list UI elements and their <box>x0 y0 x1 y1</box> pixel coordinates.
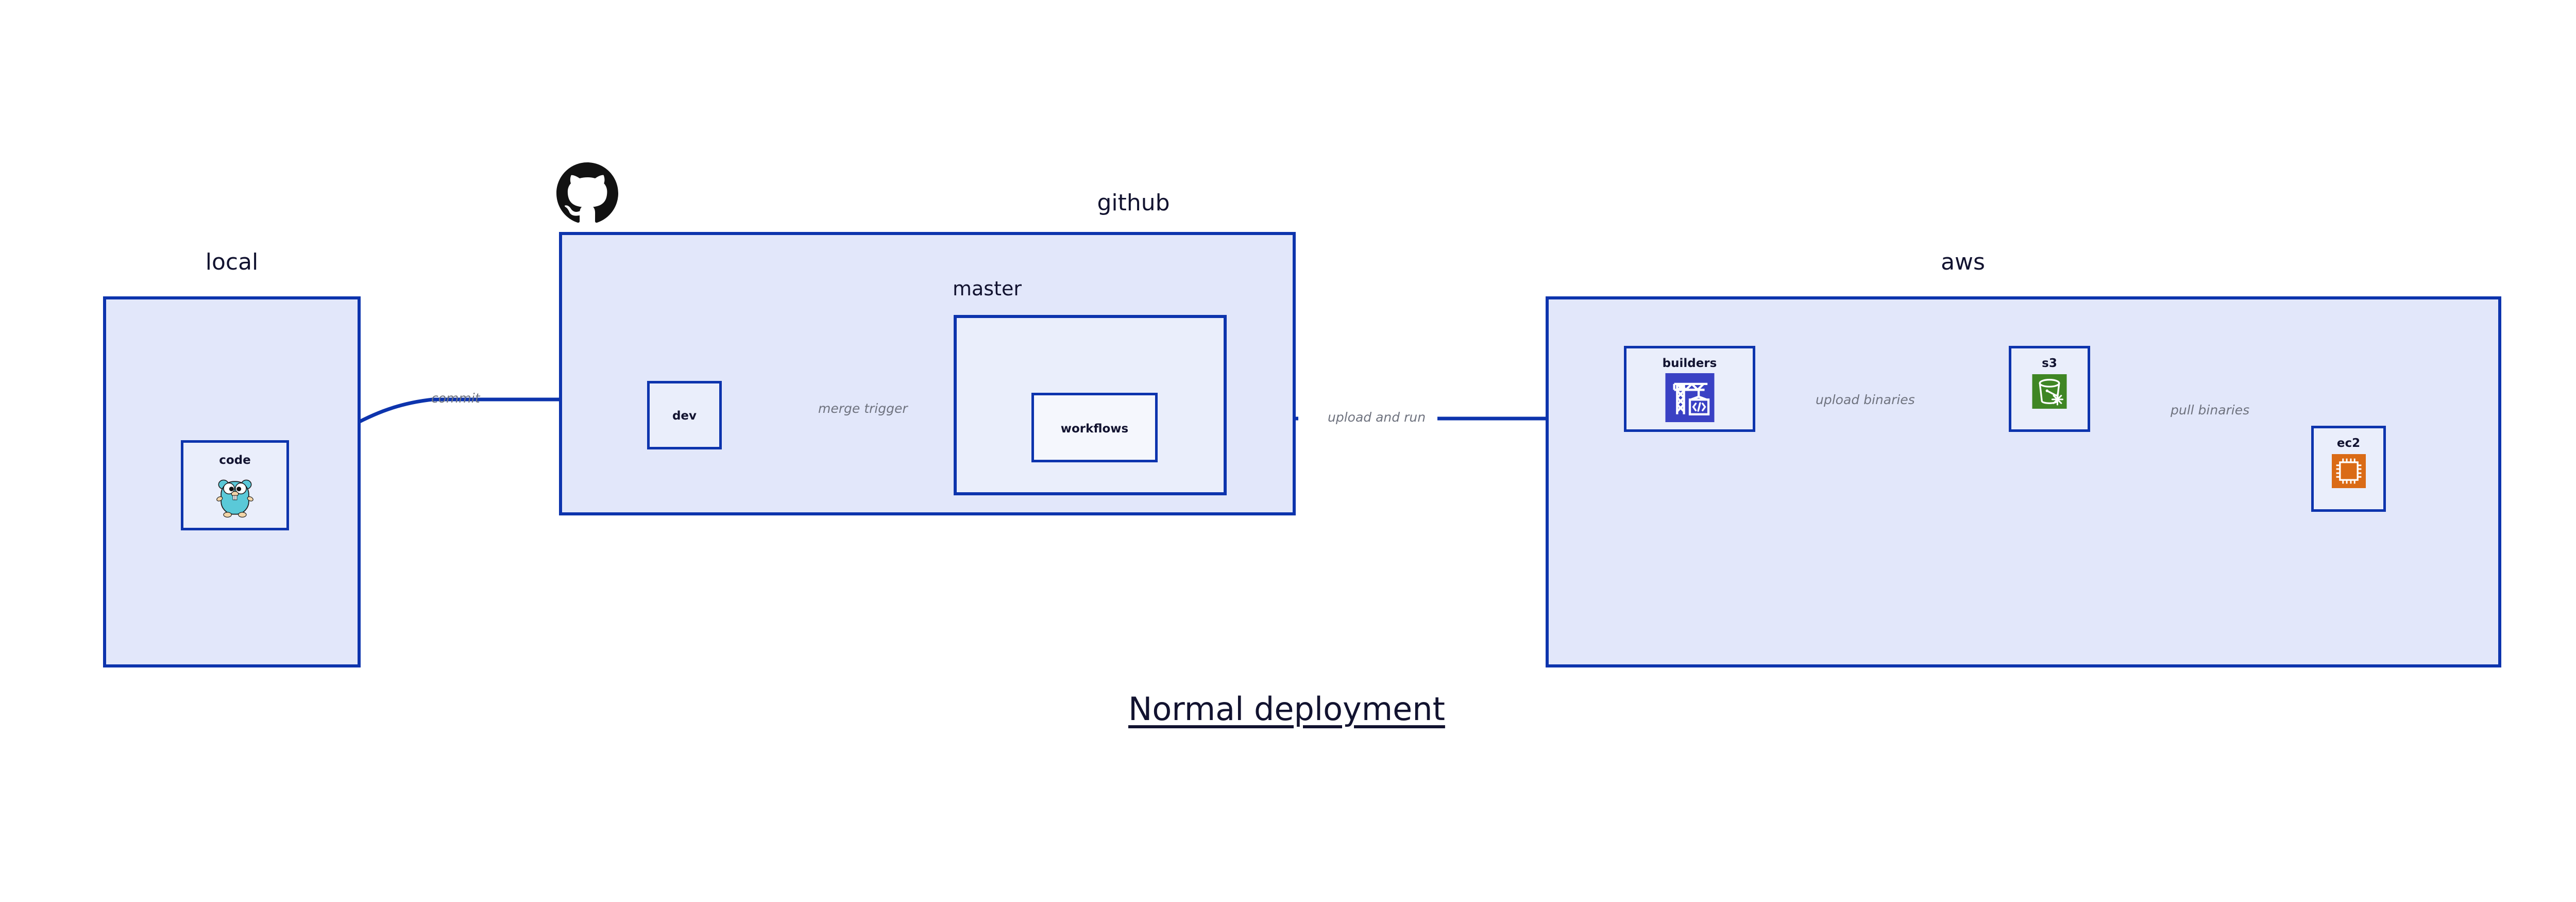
node-label-workflows: workflows <box>1060 422 1129 436</box>
edge-label-upload-binaries: upload binaries <box>1816 392 1915 407</box>
node-label-dev: dev <box>672 409 697 423</box>
github-octocat-icon <box>556 162 618 224</box>
node-s3[interactable]: s3 <box>2009 346 2090 432</box>
group-local: code <box>103 296 361 667</box>
node-label-code: code <box>219 454 251 467</box>
edge-label-commit: commit <box>431 391 480 406</box>
group-master: workflows <box>954 315 1227 495</box>
node-label-ec2: ec2 <box>2336 437 2361 450</box>
node-code[interactable]: code <box>181 440 289 530</box>
node-workflows[interactable]: workflows <box>1031 393 1158 462</box>
aws-s3-glacier-icon <box>2032 374 2067 409</box>
aws-codebuild-icon <box>1665 373 1714 422</box>
node-label-builders: builders <box>1662 357 1717 370</box>
node-builders[interactable]: builders <box>1624 346 1755 432</box>
diagram-title: Normal deployment <box>1128 690 1445 728</box>
edge-label-merge-trigger: merge trigger <box>818 401 908 416</box>
node-label-s3: s3 <box>2042 357 2057 370</box>
group-aws: builders <box>1546 296 2501 667</box>
node-ec2[interactable]: ec2 <box>2311 426 2386 512</box>
edge-label-upload-and-run: upload and run <box>1328 410 1426 425</box>
group-label-local: local <box>205 249 259 275</box>
edge-label-pull-binaries: pull binaries <box>2171 403 2250 417</box>
group-label-master: master <box>952 277 1022 300</box>
go-gopher-icon <box>210 473 260 522</box>
aws-ec2-icon <box>2331 454 2366 488</box>
group-github: dev master workflows <box>559 232 1296 515</box>
group-label-github: github <box>1097 190 1170 216</box>
node-dev[interactable]: dev <box>647 381 722 449</box>
group-label-aws: aws <box>1941 249 1985 275</box>
